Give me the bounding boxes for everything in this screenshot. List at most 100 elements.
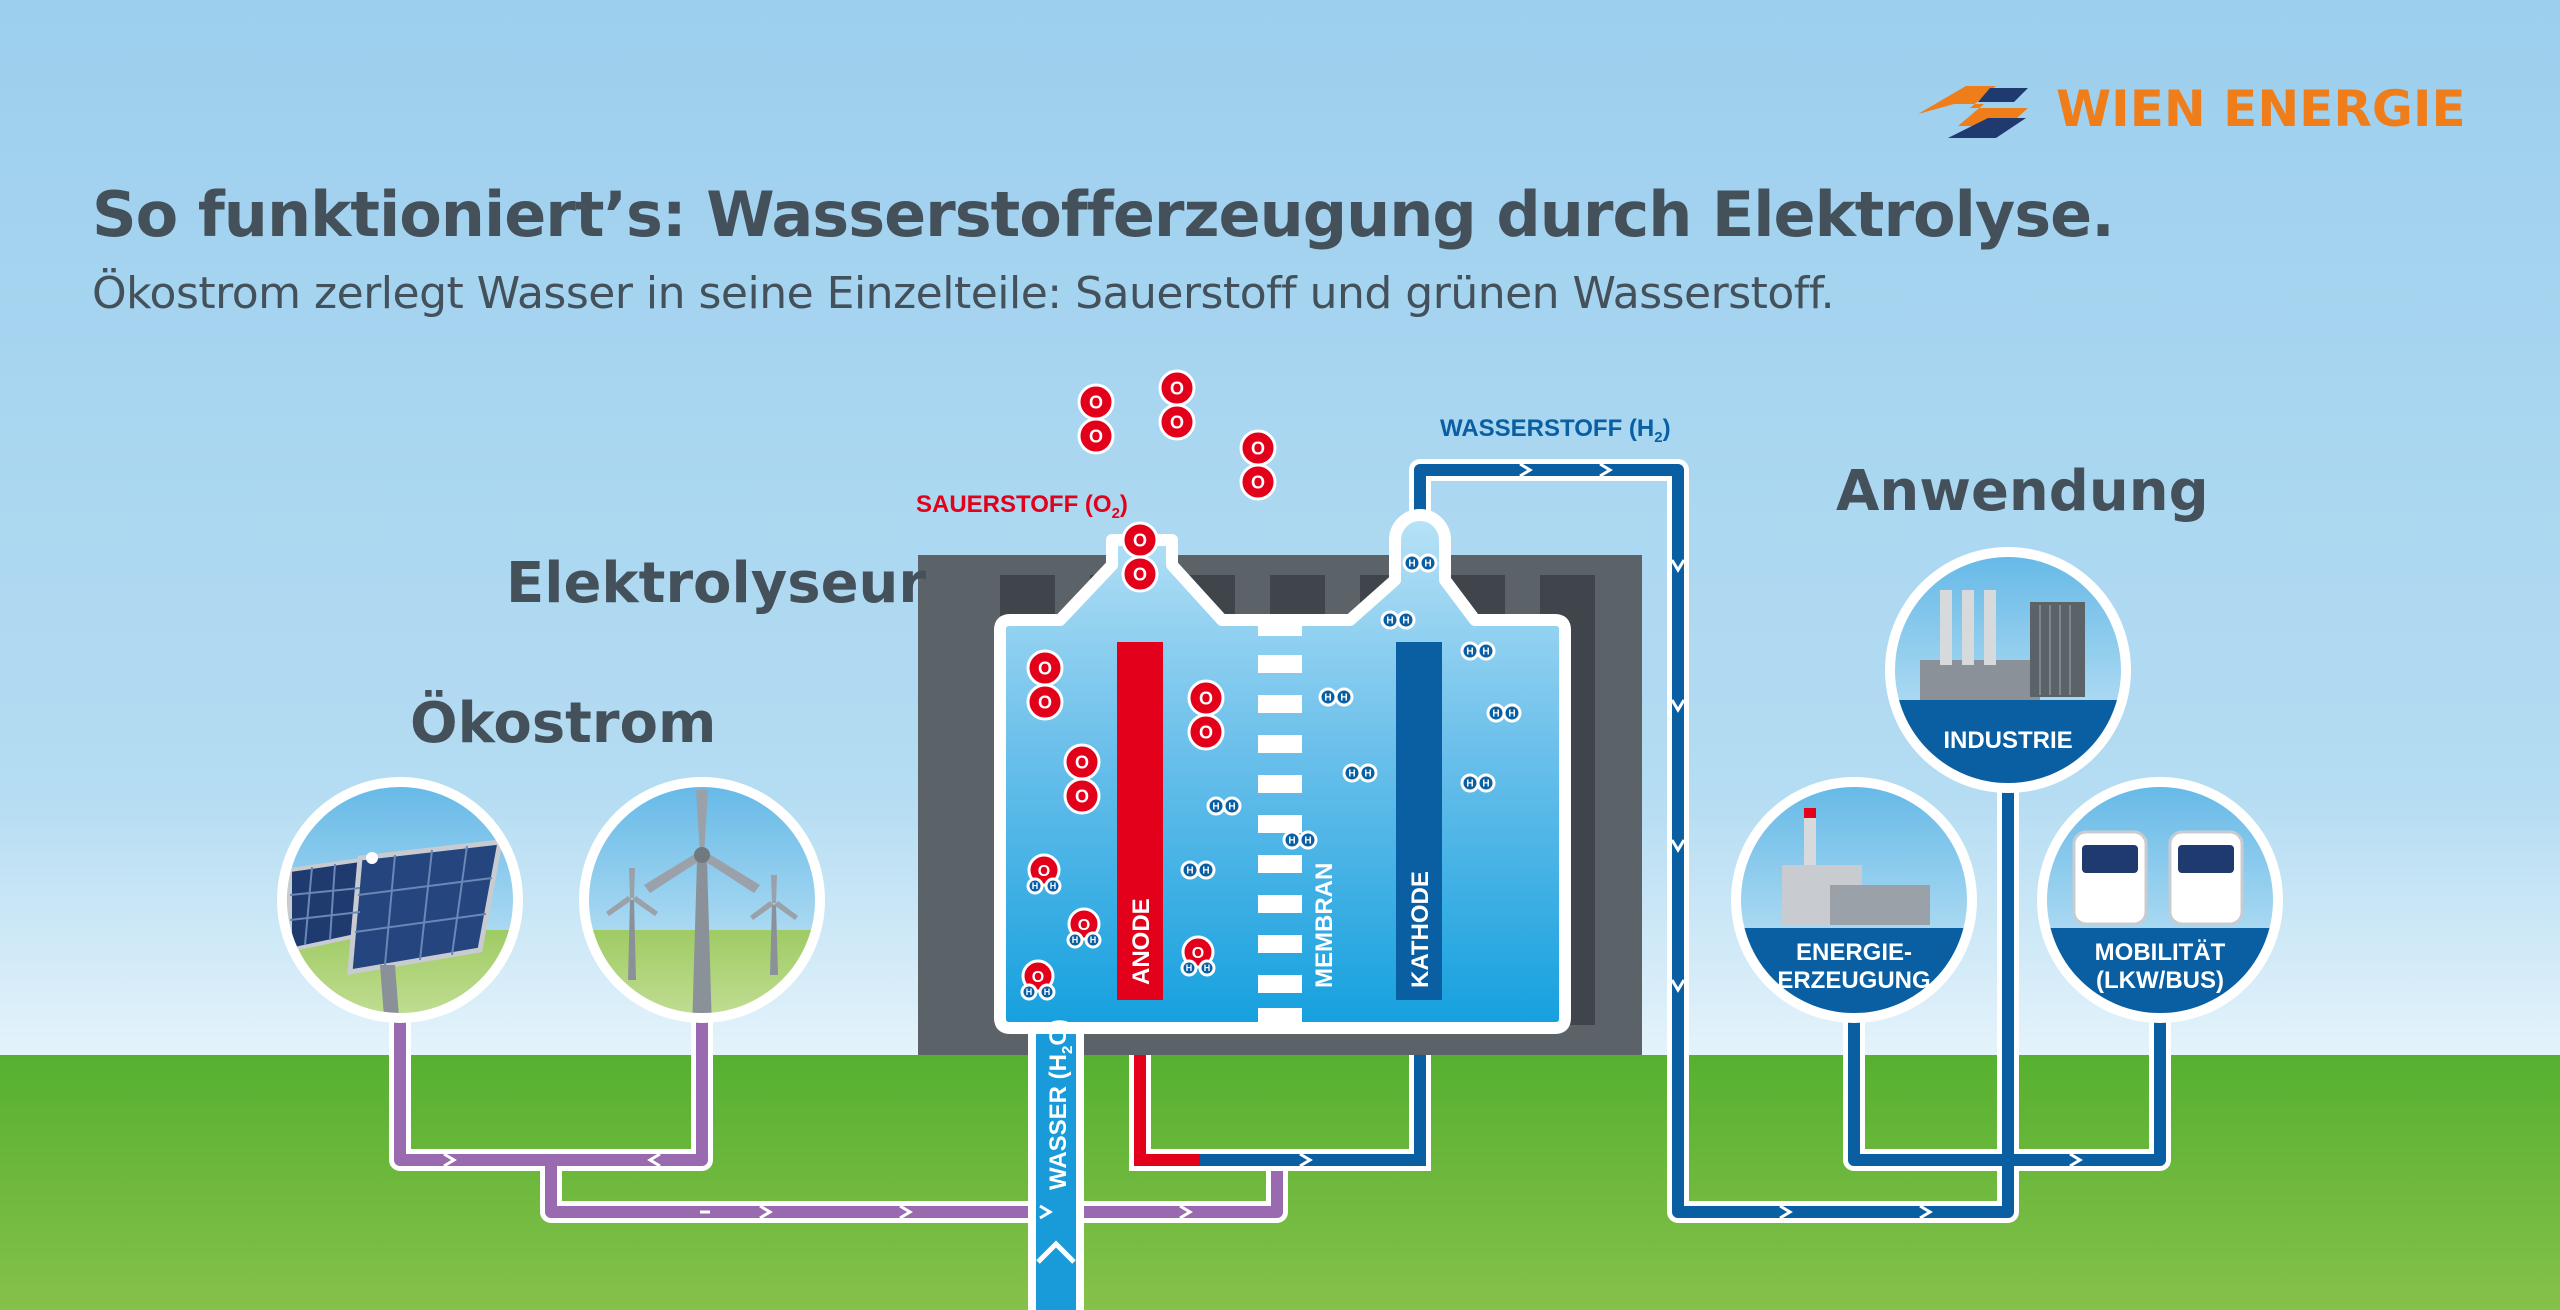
svg-text:H: H	[1072, 935, 1079, 945]
elektrolyseur-heading: Elektrolyseur	[506, 551, 926, 616]
hydrogen-atom: H	[1460, 641, 1480, 661]
oxygen-atom: O	[1077, 383, 1115, 421]
svg-text:H: H	[1386, 616, 1393, 627]
hydrogen-atom: H	[1180, 860, 1200, 880]
svg-text:H: H	[1288, 836, 1295, 847]
water-oxygen-atom: O	[1181, 935, 1215, 969]
svg-text:H: H	[1482, 647, 1489, 658]
hydrogen-atom: H	[1418, 553, 1438, 573]
oxygen-atom: O	[1026, 683, 1064, 721]
water-oxygen-atom: O	[1067, 907, 1101, 941]
svg-text:H: H	[1202, 866, 1209, 877]
svg-text:O: O	[1038, 863, 1050, 880]
water-oxygen-atom: O	[1027, 853, 1061, 887]
logo-text: WIEN ENERGIE	[2056, 80, 2466, 138]
hydrogen-atom: H	[1334, 687, 1354, 707]
oxygen-atom: O	[1187, 679, 1225, 717]
svg-text:H: H	[1424, 559, 1431, 570]
svg-text:H: H	[1492, 709, 1499, 720]
energie-label-line2: ERZEUGUNG	[1777, 967, 1930, 994]
hydrogen-atom: H	[1282, 830, 1302, 850]
hydrogen-atom: H	[1396, 610, 1416, 630]
svg-text:O: O	[1133, 564, 1147, 584]
svg-text:O: O	[1192, 945, 1204, 962]
svg-text:H: H	[1402, 616, 1409, 627]
wind-turbine-illustration	[579, 777, 825, 1023]
water-hydrogen-atom: H	[1020, 983, 1038, 1001]
water-hydrogen-atom: H	[1198, 959, 1216, 977]
wasserstoff-label: WASSERSTOFF (H2)	[1440, 415, 1671, 446]
svg-text:O: O	[1078, 917, 1090, 934]
svg-text:H: H	[1324, 693, 1331, 704]
wien-energie-logo: WIEN ENERGIE	[1918, 70, 2488, 150]
oxygen-atom: O	[1063, 743, 1101, 781]
logo-icon	[1918, 86, 2028, 138]
mobilitaet-label-line1: MOBILITÄT	[2095, 939, 2226, 966]
water-hydrogen-atom: H	[1180, 959, 1198, 977]
water-hydrogen-atom: H	[1044, 877, 1062, 895]
flow-chevrons	[443, 462, 2083, 1220]
hydrogen-atom: H	[1222, 796, 1242, 816]
hydrogen-atom: H	[1502, 703, 1522, 723]
mobilitaet-label-line2: (LKW/BUS)	[2096, 967, 2224, 994]
svg-text:O: O	[1170, 412, 1184, 432]
page-title: So funktioniert’s: Wasserstofferzeugung …	[92, 178, 2115, 251]
svg-text:H: H	[1032, 881, 1039, 891]
svg-text:O: O	[1075, 752, 1089, 772]
hydrogen-atom: H	[1342, 763, 1362, 783]
wasser-label: WASSER (H2O)	[1045, 1019, 1076, 1190]
svg-text:O: O	[1089, 392, 1103, 412]
water-hydrogen-atom: H	[1026, 877, 1044, 895]
svg-text:O: O	[1089, 426, 1103, 446]
svg-text:H: H	[1050, 881, 1057, 891]
membran-label: MEMBRAN	[1311, 863, 1338, 988]
hydrogen-atom: H	[1476, 773, 1496, 793]
anode-electrode	[1117, 642, 1163, 1000]
water-hydrogen-atom: H	[1038, 983, 1056, 1001]
svg-text:H: H	[1186, 963, 1193, 973]
oxygen-atom: O	[1187, 713, 1225, 751]
svg-text:H: H	[1508, 709, 1515, 720]
svg-text:O: O	[1251, 438, 1265, 458]
hydrogen-atom: H	[1486, 703, 1506, 723]
svg-text:H: H	[1340, 693, 1347, 704]
hydrogen-atom: H	[1318, 687, 1338, 707]
oxygen-atom: O	[1026, 649, 1064, 687]
water-hydrogen-atom: H	[1084, 931, 1102, 949]
svg-text:H: H	[1408, 559, 1415, 570]
svg-text:H: H	[1026, 987, 1033, 997]
svg-text:H: H	[1348, 769, 1355, 780]
svg-text:H: H	[1482, 779, 1489, 790]
svg-text:H: H	[1228, 802, 1235, 813]
hydrogen-atom: H	[1402, 553, 1422, 573]
anode-label: ANODE	[1128, 898, 1155, 985]
svg-text:O: O	[1032, 969, 1044, 986]
power-cables	[389, 1010, 1288, 1223]
svg-text:O: O	[1038, 658, 1052, 678]
svg-text:H: H	[1364, 769, 1371, 780]
energie-label-line1: ENERGIE-	[1796, 939, 1912, 966]
page-subtitle: Ökostrom zerlegt Wasser in seine Einzelt…	[92, 268, 1835, 319]
svg-text:O: O	[1199, 722, 1213, 742]
svg-text:O: O	[1170, 378, 1184, 398]
energieerzeugung-illustration: ENERGIE- ERZEUGUNG	[1731, 777, 1977, 1023]
svg-text:H: H	[1186, 866, 1193, 877]
kathode-electrode	[1396, 642, 1442, 1000]
hydrogen-atom: H	[1460, 773, 1480, 793]
svg-text:H: H	[1090, 935, 1097, 945]
svg-text:H: H	[1466, 647, 1473, 658]
svg-text:O: O	[1133, 530, 1147, 550]
oxygen-atom: O	[1158, 369, 1196, 407]
svg-text:H: H	[1304, 836, 1311, 847]
hydrogen-pipe	[1409, 459, 2171, 1223]
oxygen-atom: O	[1239, 463, 1277, 501]
oxygen-atom: O	[1239, 429, 1277, 467]
svg-text:H: H	[1044, 987, 1051, 997]
solar-panel-illustration	[277, 777, 523, 1023]
svg-text:O: O	[1251, 472, 1265, 492]
hydrogen-atom: H	[1206, 796, 1226, 816]
sauerstoff-label: SAUERSTOFF (O2)	[916, 491, 1128, 522]
svg-text:H: H	[1204, 963, 1211, 973]
hydrogen-atom: H	[1476, 641, 1496, 661]
